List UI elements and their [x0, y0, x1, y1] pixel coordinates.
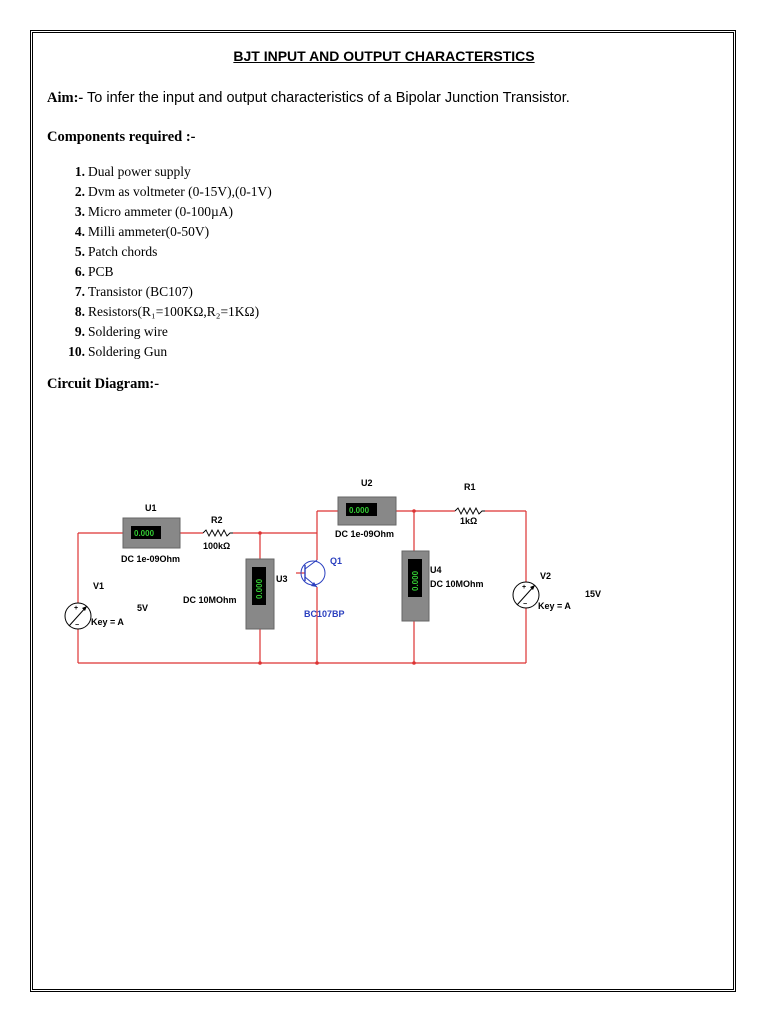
- junction-dots: [258, 509, 416, 665]
- item-text: Soldering Gun: [88, 344, 168, 359]
- voltage-source-v1: + − V1 Key = A 5V: [64, 581, 148, 630]
- item-text: Milli ammeter(0-50V): [88, 224, 210, 239]
- item-number: 8.: [74, 304, 85, 319]
- r1-label: R1: [464, 482, 476, 492]
- svg-text:+: +: [74, 605, 78, 612]
- list-item: 10.Soldering Gun: [47, 342, 272, 362]
- aim-text: To infer the input and output characteri…: [83, 90, 570, 106]
- u2-label: U2: [361, 478, 373, 488]
- list-item: 1.Dual power supply: [47, 162, 272, 182]
- item-number: 10.: [68, 344, 85, 359]
- components-heading: Components required :-: [47, 129, 196, 145]
- v1-label: V1: [93, 581, 104, 591]
- v1-voltage: 5V: [137, 603, 148, 613]
- v1-key: Key = A: [91, 617, 124, 627]
- circuit-wires: [77, 510, 527, 664]
- item-text: Dvm as voltmeter (0-15V),(0-1V): [88, 184, 272, 199]
- circuit-diagram-heading: Circuit Diagram:-: [47, 376, 160, 392]
- item-text: Micro ammeter (0-100µA): [88, 204, 233, 219]
- voltage-source-v2: + − V2 Key = A 15V: [512, 571, 601, 611]
- circuit-diagram: 0.000 U1 DC 1e-09Ohm R2 100kΩ 0.000 U3 D…: [64, 478, 601, 665]
- u3-reading: 0.000: [255, 578, 264, 599]
- voltmeter-u4: 0.000 U4 DC 10MOhm: [401, 550, 484, 622]
- item-text: Patch chords: [88, 244, 158, 259]
- item-number: 4.: [74, 224, 85, 239]
- item-text: Dual power supply: [88, 164, 191, 179]
- page-border: [30, 30, 736, 992]
- item-number: 2.: [74, 184, 85, 199]
- svg-text:−: −: [75, 622, 79, 629]
- item-number: 5.: [74, 244, 85, 259]
- svg-text:−: −: [523, 601, 527, 608]
- list-item: 7.Transistor (BC107): [47, 282, 272, 302]
- u3-setting: DC 10MOhm: [183, 595, 237, 605]
- list-item: 6.PCB: [47, 262, 272, 282]
- item-number: 9.: [74, 324, 85, 339]
- resistor-r2: R2 100kΩ: [202, 515, 233, 551]
- item-text: PCB: [88, 264, 114, 279]
- v2-voltage: 15V: [585, 589, 601, 599]
- list-item: 9.Soldering wire: [47, 322, 272, 342]
- u3-label: U3: [276, 574, 288, 584]
- item-number: 1.: [74, 164, 85, 179]
- transistor-q1: Q1 BC107BP: [300, 556, 345, 619]
- aim-paragraph: Aim:- To infer the input and output char…: [47, 90, 570, 107]
- item-text: Resistors(R₁=100KΩ,R₂=1KΩ): [88, 304, 260, 319]
- list-item: 8.Resistors(R₁=100KΩ,R₂=1KΩ): [47, 302, 272, 322]
- r2-label: R2: [211, 515, 223, 525]
- resistor-r1: R1 1kΩ: [454, 482, 485, 526]
- u2-setting: DC 1e-09Ohm: [335, 529, 394, 539]
- list-item: 5.Patch chords: [47, 242, 272, 262]
- r2-value: 100kΩ: [203, 541, 230, 551]
- list-item: 2.Dvm as voltmeter (0-15V),(0-1V): [47, 182, 272, 202]
- item-number: 6.: [74, 264, 85, 279]
- components-list: 1.Dual power supply 2.Dvm as voltmeter (…: [47, 162, 272, 362]
- v2-key: Key = A: [538, 601, 571, 611]
- svg-text:+: +: [522, 584, 526, 591]
- u1-setting: DC 1e-09Ohm: [121, 554, 180, 564]
- r1-value: 1kΩ: [460, 516, 477, 526]
- item-number: 3.: [74, 204, 85, 219]
- item-text: Transistor (BC107): [88, 284, 193, 299]
- q1-part: BC107BP: [304, 609, 345, 619]
- voltmeter-u3: 0.000 U3 DC 10MOhm: [183, 558, 288, 630]
- ammeter-u2: 0.000 U2 DC 1e-09Ohm: [335, 478, 397, 539]
- list-item: 4.Milli ammeter(0-50V): [47, 222, 272, 242]
- item-number: 7.: [74, 284, 85, 299]
- u2-reading: 0.000: [349, 506, 370, 515]
- aim-label: Aim:-: [47, 90, 84, 106]
- u4-reading: 0.000: [411, 570, 420, 591]
- v2-label: V2: [540, 571, 551, 581]
- item-text: Soldering wire: [88, 324, 168, 339]
- u4-setting: DC 10MOhm: [430, 579, 484, 589]
- document-title: BJT INPUT AND OUTPUT CHARACTERSTICS: [233, 48, 535, 64]
- q1-label: Q1: [330, 556, 342, 566]
- u4-label: U4: [430, 565, 442, 575]
- u1-label: U1: [145, 503, 157, 513]
- ammeter-u1: 0.000 U1 DC 1e-09Ohm: [121, 503, 181, 564]
- u1-reading: 0.000: [134, 529, 155, 538]
- list-item: 3.Micro ammeter (0-100µA): [47, 202, 272, 222]
